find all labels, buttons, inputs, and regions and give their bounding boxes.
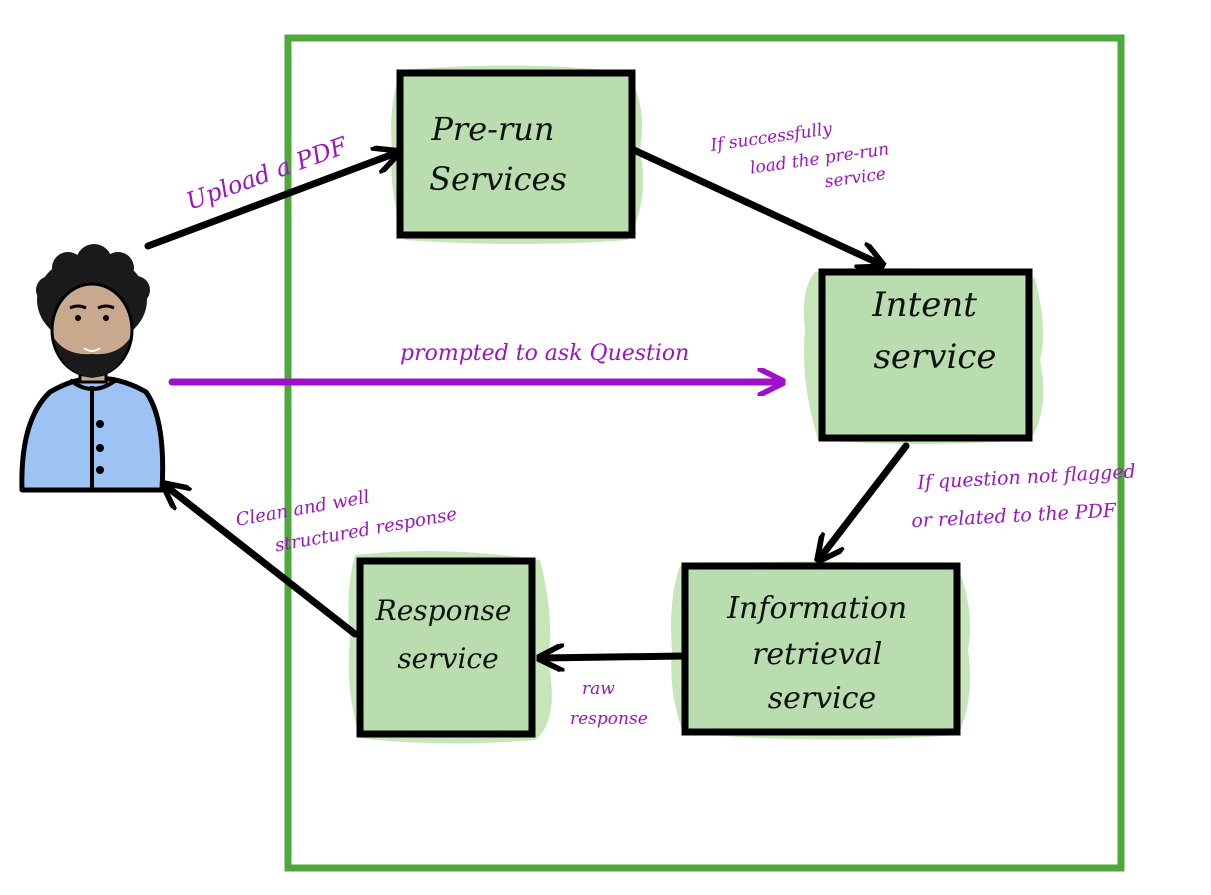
node-box [356, 557, 536, 738]
edge-label-line: service [823, 164, 887, 192]
node-label-line: service [873, 337, 996, 377]
success-label: If successfully load the pre-run service [708, 111, 899, 208]
system-boundary-frame [284, 34, 1125, 872]
node-label: Pre-run Services [429, 110, 567, 198]
node-label-line: service [768, 681, 877, 716]
node-box [681, 562, 961, 736]
node-label: Intent service [871, 285, 996, 377]
node-label-line: Pre-run [430, 110, 554, 148]
node-label: Response service [375, 594, 521, 675]
node-label-line: Intent [871, 285, 977, 325]
flagged-label: If question not flagged or related to th… [909, 460, 1144, 532]
edge-label-line: raw [582, 679, 615, 699]
pre-run-services-node[interactable]: Pre-run Services [391, 65, 644, 244]
edge-label-line: response [570, 709, 648, 729]
raw-response-label: raw response [570, 679, 648, 729]
node-label-line: Information [726, 591, 907, 626]
edge-label-line: If question not flagged [916, 461, 1136, 494]
response-service-node[interactable]: Response service [348, 551, 552, 744]
intent-to-retrieval-arrow [820, 442, 910, 558]
prompted-label: prompted to ask Question [400, 341, 689, 366]
retrieval-to-response-arrow [542, 656, 688, 658]
node-box [818, 268, 1033, 442]
user-avatar-icon [19, 244, 166, 493]
node-label-line: retrieval [752, 637, 882, 672]
node-box [396, 69, 636, 239]
clean-response-label: Clean and well structured response [234, 472, 458, 562]
node-label-line: Response [375, 594, 512, 627]
information-retrieval-service-node[interactable]: Information retrieval service [671, 561, 971, 740]
pre-run-to-intent-arrow [630, 146, 880, 264]
response-to-user-arrow [166, 486, 359, 638]
upload-arrow [144, 153, 396, 250]
node-label: Information retrieval service [726, 591, 917, 716]
intent-service-node[interactable]: Intent service [803, 268, 1044, 444]
node-label-line: Services [429, 160, 567, 198]
edge-label-line: or related to the PDF [911, 500, 1118, 533]
node-label-line: service [397, 642, 498, 675]
